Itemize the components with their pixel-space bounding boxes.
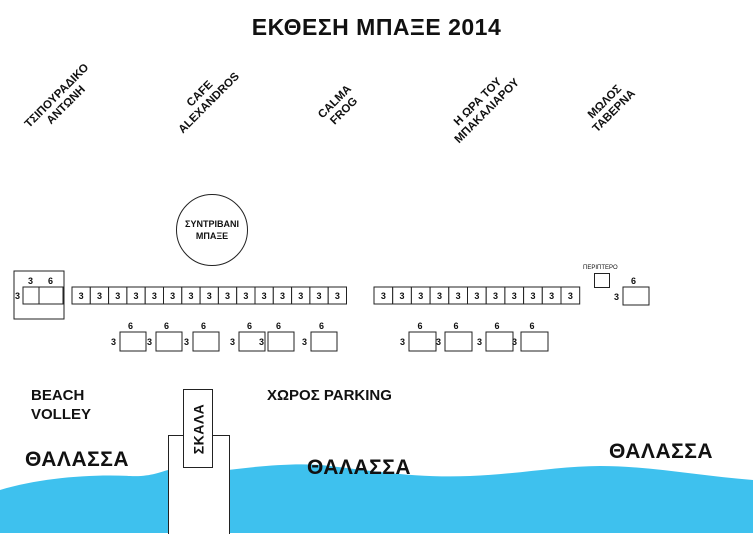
stall-size-label: 6 bbox=[48, 276, 53, 286]
stall-large bbox=[267, 331, 295, 352]
stall-size-label: 3 bbox=[549, 291, 554, 301]
stall-size-label: 3 bbox=[614, 292, 619, 302]
stall-size-label: 3 bbox=[436, 337, 441, 347]
stall-large bbox=[155, 331, 183, 352]
stall-size-label: 3 bbox=[493, 291, 498, 301]
stall-size-label: 3 bbox=[134, 291, 139, 301]
beach-volley-label: BEACH VOLLEY bbox=[31, 386, 91, 424]
kiosk-box bbox=[594, 273, 610, 288]
stall-size-label: 3 bbox=[400, 337, 405, 347]
stall-size-label: 6 bbox=[631, 276, 636, 286]
stall-size-label: 6 bbox=[418, 321, 423, 331]
page-title: ΕΚΘΕΣΗ ΜΠΑΞΕ 2014 bbox=[251, 14, 502, 40]
stall-large bbox=[192, 331, 220, 352]
sea-label-right: ΘΑΛΑΣΣΑ bbox=[609, 440, 713, 463]
area-label-line: BEACH bbox=[31, 387, 85, 404]
stall-size-label: 3 bbox=[437, 291, 442, 301]
stall-size-label: 3 bbox=[474, 291, 479, 301]
area-label-line: VOLLEY bbox=[31, 406, 92, 423]
stall-size-label: 3 bbox=[184, 337, 189, 347]
stall-size-label: 3 bbox=[97, 291, 102, 301]
stall-size-label: 3 bbox=[188, 291, 193, 301]
kiosk-label: ΠΕΡΙΠΤΕΡΟ bbox=[583, 265, 618, 271]
stall-size-label: 3 bbox=[381, 291, 386, 301]
stall-size-label: 3 bbox=[512, 337, 517, 347]
stall-size-label: 3 bbox=[147, 337, 152, 347]
fountain-label-line: ΣΥΝΤΡΙΒΑΝΙ bbox=[185, 219, 239, 229]
stall-size-label: 6 bbox=[495, 321, 500, 331]
stall-large bbox=[238, 331, 266, 352]
stall-size-label: 3 bbox=[225, 291, 230, 301]
stall-size-label: 3 bbox=[259, 337, 264, 347]
stall-size-label: 6 bbox=[164, 321, 169, 331]
stall-size-label: 3 bbox=[302, 337, 307, 347]
stall-size-label: 3 bbox=[512, 291, 517, 301]
sea-label-center: ΘΑΛΑΣΣΑ bbox=[307, 456, 411, 479]
stall-small bbox=[38, 286, 64, 305]
stall-size-label: 3 bbox=[207, 291, 212, 301]
stall-size-label: 6 bbox=[128, 321, 133, 331]
stall-size-label: 3 bbox=[152, 291, 157, 301]
stall-size-label: 3 bbox=[280, 291, 285, 301]
stall-small bbox=[327, 286, 348, 305]
stall-size-label: 3 bbox=[456, 291, 461, 301]
stall-size-label: 3 bbox=[335, 291, 340, 301]
stall-size-label: 6 bbox=[247, 321, 252, 331]
fountain-label-line: ΜΠΑΞΕ bbox=[195, 231, 229, 241]
stall-large bbox=[408, 331, 437, 352]
stall-size-label: 3 bbox=[115, 291, 120, 301]
stall-large bbox=[310, 331, 338, 352]
stall-size-label: 6 bbox=[454, 321, 459, 331]
stall-size-label: 3 bbox=[111, 337, 116, 347]
parking-label: ΧΩΡΟΣ PARKING bbox=[267, 387, 392, 404]
stall-large bbox=[485, 331, 514, 352]
stall-size-label: 6 bbox=[319, 321, 324, 331]
stall-size-label: 6 bbox=[530, 321, 535, 331]
stall-large bbox=[119, 331, 147, 352]
stall-size-label: 3 bbox=[262, 291, 267, 301]
stall-size-label: 3 bbox=[79, 291, 84, 301]
stall-size-label: 3 bbox=[28, 276, 33, 286]
stall-size-label: 3 bbox=[230, 337, 235, 347]
stall-size-label: 3 bbox=[170, 291, 175, 301]
stall-size-label: 6 bbox=[276, 321, 281, 331]
stall-large bbox=[622, 286, 650, 306]
stall-small bbox=[22, 286, 40, 305]
stall-size-label: 3 bbox=[15, 291, 20, 301]
stall-large bbox=[444, 331, 473, 352]
fountain: ΣΥΝΤΡΙΒΑΝΙ ΜΠΑΞΕ bbox=[176, 194, 248, 266]
stall-size-label: 3 bbox=[243, 291, 248, 301]
stall-size-label: 3 bbox=[568, 291, 573, 301]
stall-size-label: 3 bbox=[418, 291, 423, 301]
stall-size-label: 3 bbox=[317, 291, 322, 301]
stall-size-label: 3 bbox=[400, 291, 405, 301]
stall-size-label: 3 bbox=[298, 291, 303, 301]
stall-small bbox=[560, 286, 581, 305]
stall-large bbox=[520, 331, 549, 352]
stall-size-label: 3 bbox=[477, 337, 482, 347]
stairs: ΣΚΑΛΑ bbox=[183, 389, 213, 468]
stall-size-label: 6 bbox=[201, 321, 206, 331]
sea-label-left: ΘΑΛΑΣΣΑ bbox=[25, 448, 129, 471]
stall-size-label: 3 bbox=[530, 291, 535, 301]
